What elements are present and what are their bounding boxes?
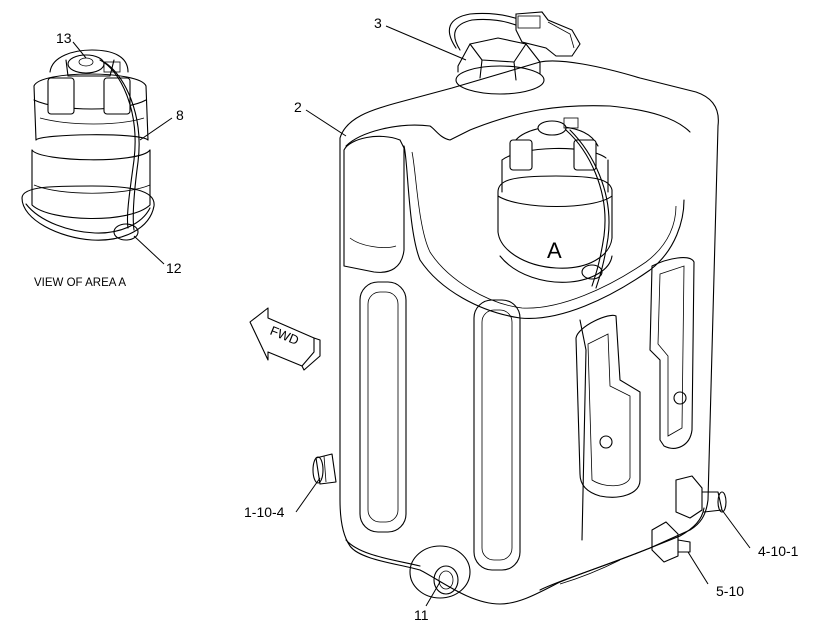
tank-sender-cap: A: [497, 117, 613, 289]
callout-line-12: [133, 235, 165, 265]
label-part-1-10-4: 1-10-4: [244, 504, 285, 520]
label-part-5-10: 5-10: [716, 583, 744, 599]
fwd-label: FWD: [268, 323, 301, 348]
detail-view-area-a: [21, 49, 155, 241]
area-a-marker: A: [547, 238, 562, 263]
label-part-3: 3: [374, 15, 382, 31]
right-fittings: [651, 475, 727, 563]
tank-body: [339, 60, 719, 605]
drain-plug: [409, 545, 471, 599]
label-part-2: 2: [294, 99, 302, 115]
label-part-13: 13: [56, 30, 72, 46]
callout-line-13: [72, 41, 87, 59]
callout-line-4-10-1: [721, 509, 751, 549]
label-part-8: 8: [176, 107, 184, 123]
filler-cap: [448, 11, 581, 95]
view-title: VIEW OF AREA A: [34, 277, 126, 289]
callout-line-1-10-4: [295, 477, 321, 513]
callout-line-11: [425, 581, 441, 607]
label-part-11: 11: [414, 607, 429, 623]
left-fitting: [312, 453, 337, 485]
fwd-arrow-icon: FWD: [249, 307, 321, 371]
callout-line-5-10: [687, 551, 709, 585]
callout-line-8: [139, 117, 173, 141]
label-part-12: 12: [166, 260, 182, 276]
label-part-4-10-1: 4-10-1: [758, 543, 799, 559]
callout-line-3: [385, 25, 467, 61]
callout-line-2: [305, 109, 347, 137]
